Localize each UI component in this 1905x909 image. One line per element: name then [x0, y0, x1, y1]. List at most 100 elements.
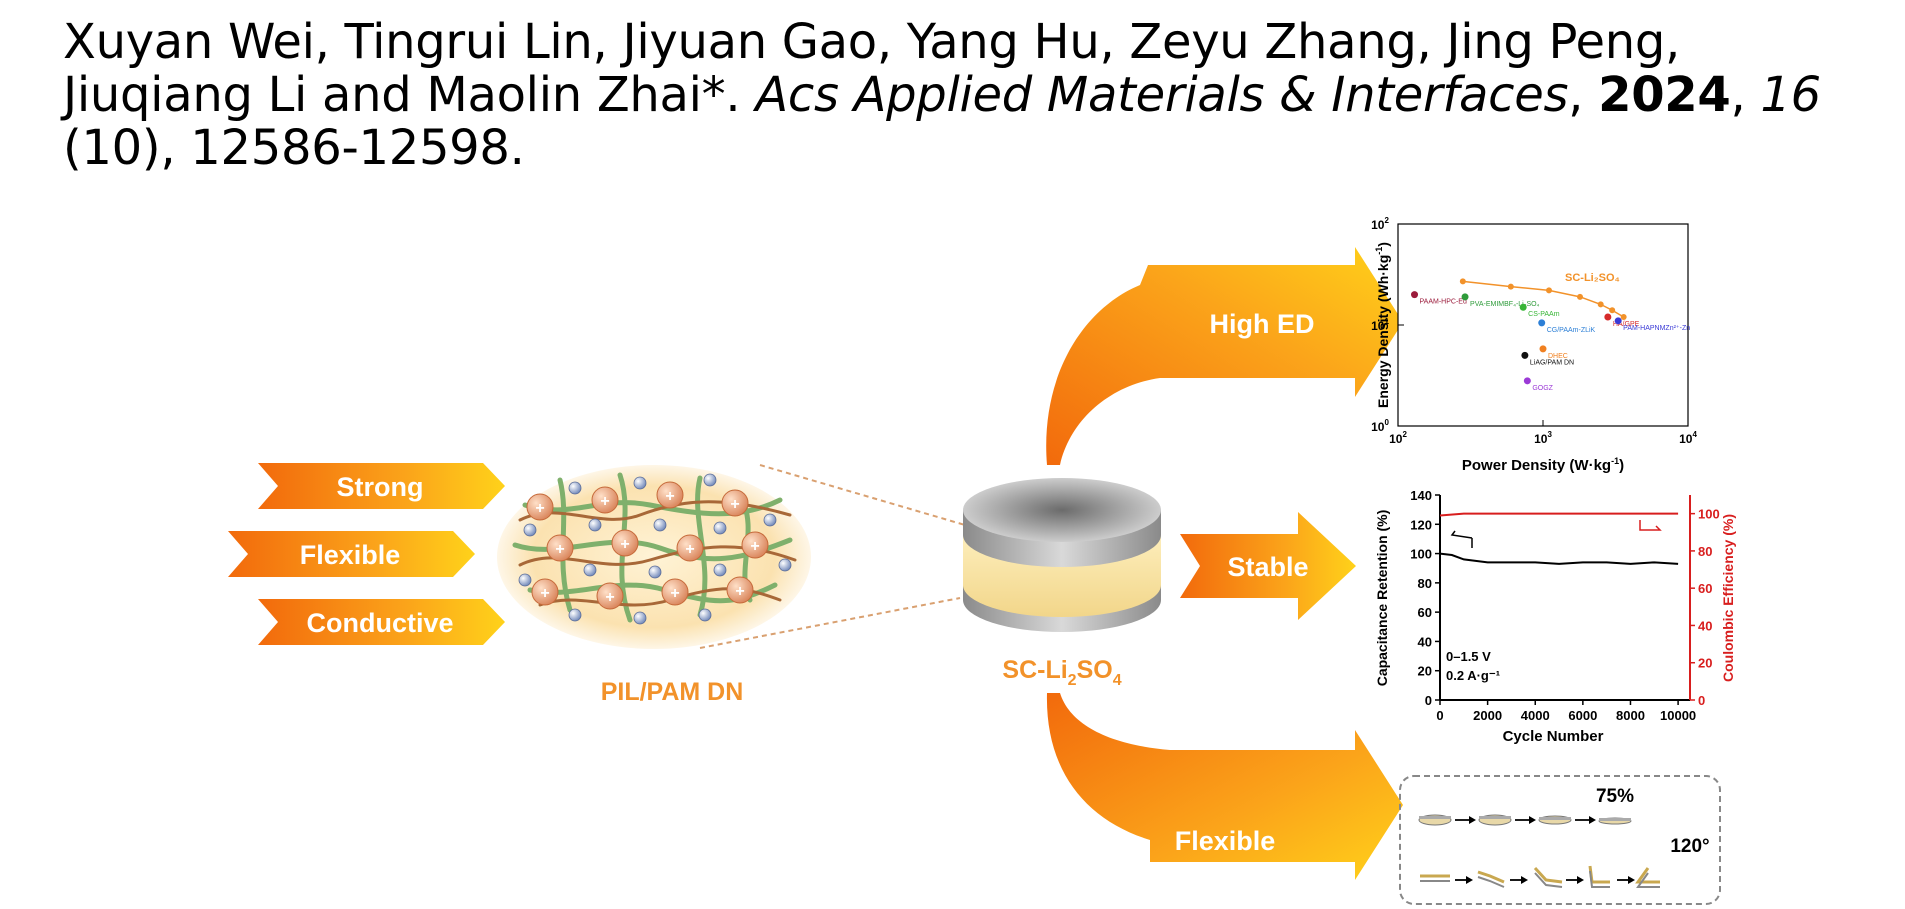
citation-comma: ,	[1568, 66, 1599, 123]
supercapacitor-device: SC-Li2SO4	[963, 478, 1161, 689]
left-arrow-strong: Strong	[258, 463, 505, 509]
ragone-point-label: CG/PAAm-ZLiK	[1547, 327, 1596, 334]
citation-volume: 16	[1760, 66, 1821, 123]
cycle-y-tick-label: 80	[1418, 576, 1432, 591]
cycle-annotation-voltage: 0–1.5 V	[1446, 649, 1491, 664]
citation-comma-2: ,	[1730, 66, 1761, 123]
cation-beads: ++++ ++++ ++++	[526, 481, 769, 610]
svg-text:+: +	[540, 585, 549, 602]
cycle-y-tick-label: 100	[1410, 547, 1432, 562]
cycle-x-tick-label: 2000	[1473, 708, 1502, 723]
arrow-label-high-ed: High ED	[1210, 309, 1315, 339]
svg-text:+: +	[600, 493, 609, 510]
arrow-label-flexible: Flexible	[300, 540, 401, 570]
cycle-y-tick-label: 120	[1410, 517, 1432, 532]
device-label: SC-Li2SO4	[1002, 656, 1121, 689]
ragone-sc-point	[1609, 307, 1616, 314]
ragone-point-label: GOGZ	[1532, 385, 1553, 392]
cycle-x-tick-label: 6000	[1568, 708, 1597, 723]
ragone-point-label: CS-PAAm	[1528, 311, 1560, 318]
arrow-label-flexible-right: Flexible	[1175, 826, 1276, 856]
cycle-y2-tick-label: 40	[1698, 618, 1712, 633]
ragone-sc-point	[1620, 314, 1627, 321]
cycle-x-tick-label: 4000	[1521, 708, 1550, 723]
cycle-y-tick-label: 40	[1418, 634, 1432, 649]
ragone-x-label: Power Density (W·kg-1)	[1462, 456, 1624, 474]
arrow-label-strong: Strong	[337, 472, 424, 502]
citation-year: 2024	[1598, 66, 1731, 123]
arrow-shape-high-ed	[1046, 247, 1403, 465]
flex-dashed-box	[1399, 775, 1721, 905]
cycle-y2-tick-label: 0	[1698, 693, 1705, 708]
ragone-point-label: LiAG/PAM DN	[1530, 359, 1574, 366]
svg-text:+: +	[605, 589, 614, 606]
ragone-series-label: SC-Li₂SO₄	[1565, 272, 1620, 284]
cycle-y2-label: Coulombic Efficiency (%)	[1720, 514, 1736, 682]
cycle-x-tick-label: 8000	[1616, 708, 1645, 723]
svg-text:+: +	[735, 583, 744, 600]
ragone-point	[1523, 377, 1531, 385]
svg-text:+: +	[665, 488, 674, 505]
svg-text:+: +	[535, 500, 544, 517]
svg-text:+: +	[555, 541, 564, 558]
ragone-y-label: Energy Density (Wh·kg-1)	[1374, 242, 1391, 408]
arrow-shape-flexible	[228, 531, 475, 577]
ragone-sc-point	[1459, 278, 1466, 285]
cylinder-top	[963, 478, 1161, 542]
ragone-point	[1461, 293, 1469, 301]
citation-issue-pages: (10), 12586-12598.	[63, 119, 525, 176]
cycle-y-tick-label: 60	[1418, 605, 1432, 620]
arrow-shape-flexible-right	[1046, 693, 1403, 880]
svg-text:+: +	[730, 496, 739, 513]
svg-text:+: +	[670, 585, 679, 602]
ragone-point-label: PAM-HAPNMZn²⁺-Zn	[1623, 325, 1690, 332]
flex-schematic: 75% 120°	[1399, 775, 1721, 905]
cycle-y-tick-label: 0	[1425, 693, 1432, 708]
cycle-x-tick-label: 10000	[1660, 708, 1696, 723]
ragone-point	[1614, 317, 1622, 325]
cycle-y2-tick-label: 20	[1698, 656, 1712, 671]
arrow-shape-conductive	[258, 599, 505, 645]
ragone-sc-point	[1597, 301, 1604, 308]
arrow-shape-stable	[1180, 512, 1356, 620]
svg-text:+: +	[750, 538, 759, 555]
flex-bend-label: 120°	[1670, 836, 1709, 857]
compression-sequence	[1418, 814, 1632, 826]
arrow-high-ed: High ED	[1046, 247, 1403, 465]
left-axis-indicator	[1450, 530, 1473, 548]
ragone-point-label: DHEC	[1548, 353, 1568, 360]
arrow-stable: Stable	[1180, 512, 1356, 620]
ragone-point-label: PVA-EMIMBF₄-Li₂SO₄	[1470, 301, 1540, 308]
svg-text:+: +	[685, 541, 694, 558]
ragone-y-tick-label: 101	[1371, 317, 1389, 333]
cycle-y2-tick-label: 80	[1698, 544, 1712, 559]
right-axis-indicator	[1639, 520, 1662, 531]
cycle-y2-tick-label: 100	[1698, 507, 1720, 522]
ragone-point	[1539, 345, 1547, 353]
zoom-lines	[699, 464, 966, 649]
ragone-sc-point	[1546, 287, 1553, 294]
left-arrow-conductive: Conductive	[258, 599, 505, 645]
cycle-x-label: Cycle Number	[1503, 728, 1604, 745]
citation-sep: .	[725, 66, 756, 123]
arrow-shape-strong	[258, 463, 505, 509]
ragone-point	[1519, 303, 1527, 311]
arrow-label-conductive: Conductive	[306, 608, 453, 638]
network-label: PIL/PAM DN	[601, 678, 744, 706]
cycle-y-label: Capacitance Retention (%)	[1374, 510, 1390, 687]
ragone-x-tick-label: 102	[1389, 430, 1407, 446]
citation: Xuyan Wei, Tingrui Lin, Jiyuan Gao, Yang…	[63, 16, 1863, 174]
bending-sequence	[1420, 865, 1660, 888]
ragone-y-tick-label: 100	[1371, 418, 1389, 434]
arrow-label-stable: Stable	[1227, 552, 1308, 582]
arrow-flexible-right: Flexible	[1046, 693, 1403, 880]
ragone-point	[1604, 313, 1612, 321]
ragone-point-label: PAAM-HPC-Ed	[1420, 299, 1467, 306]
citation-journal: Acs Applied Materials & Interfaces	[755, 66, 1569, 123]
left-arrow-flexible: Flexible	[228, 531, 475, 577]
